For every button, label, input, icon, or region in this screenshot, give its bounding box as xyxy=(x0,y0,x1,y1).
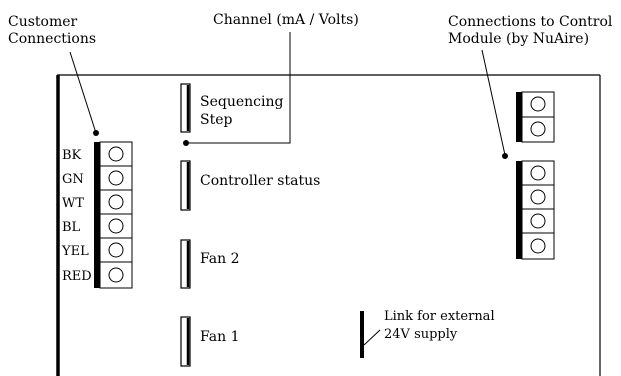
terminal-red-screw-icon xyxy=(108,267,124,283)
fan-1-label: Fan 1 xyxy=(200,329,239,345)
wire-label-bk: BK xyxy=(62,148,82,163)
control-terminal-5-screw-icon xyxy=(530,213,546,229)
control-terminal-4-screw-icon xyxy=(530,189,546,205)
channel-leader xyxy=(188,32,291,144)
terminal-red xyxy=(99,261,133,289)
customer-connections-label-line2: Connections xyxy=(8,31,96,47)
controller-status-connector xyxy=(180,160,191,211)
channel-connectors xyxy=(180,83,191,367)
terminal-wt xyxy=(99,189,133,215)
control-module-terminal-block-upper xyxy=(516,91,555,143)
controller-status-label: Controller status xyxy=(200,173,320,189)
control-terminal-6-screw-icon xyxy=(530,238,546,254)
fan-2-connector xyxy=(180,239,191,289)
wire-label-red: RED xyxy=(62,269,92,284)
customer-leader-dot xyxy=(93,130,99,136)
control-terminal-1-screw-icon xyxy=(530,96,546,112)
leader-lines xyxy=(69,32,506,156)
control-leader-dot xyxy=(502,153,508,159)
terminal-bl xyxy=(99,213,133,239)
link-label-line1: Link for external xyxy=(384,309,495,324)
terminal-gn-screw-icon xyxy=(108,170,124,186)
terminal-yel-screw-icon xyxy=(108,242,124,258)
wire-label-wt: WT xyxy=(62,196,84,211)
customer-leader xyxy=(69,51,97,134)
terminal-wt-screw-icon xyxy=(108,194,124,210)
sequencing-step-label-line1: Sequencing xyxy=(200,94,283,110)
wire-label-bl: BL xyxy=(62,220,81,235)
control-leader xyxy=(481,49,506,156)
control-board xyxy=(56,74,601,376)
channel-leader-dot xyxy=(183,140,189,146)
external-24v-link xyxy=(360,311,381,358)
wire-label-gn: GN xyxy=(62,172,84,187)
fan-2-label: Fan 2 xyxy=(200,251,239,267)
fan-1-connector xyxy=(180,316,191,367)
terminal-yel xyxy=(99,237,133,263)
terminal-gn xyxy=(99,165,133,191)
terminal-bk xyxy=(99,141,133,167)
terminal-bl-screw-icon xyxy=(108,218,124,234)
control-module-terminal-block-lower xyxy=(516,160,555,260)
control-module-label-line2: Module (by NuAire) xyxy=(448,31,589,47)
customer-terminal-block xyxy=(94,141,133,289)
control-terminal-3-screw-icon xyxy=(530,165,546,181)
channel-label: Channel (mA / Volts) xyxy=(213,12,359,28)
link-label-line2: 24V supply xyxy=(384,327,458,342)
wire-label-yel: YEL xyxy=(61,244,89,259)
terminal-bk-screw-icon xyxy=(108,146,124,162)
control-module-label-line1: Connections to Control xyxy=(448,14,613,30)
control-terminal-2-screw-icon xyxy=(530,121,546,137)
customer-connections-label-line1: Customer xyxy=(8,14,78,30)
sequencing-step-label-line2: Step xyxy=(200,112,233,128)
sequencing-step-connector xyxy=(180,83,191,133)
